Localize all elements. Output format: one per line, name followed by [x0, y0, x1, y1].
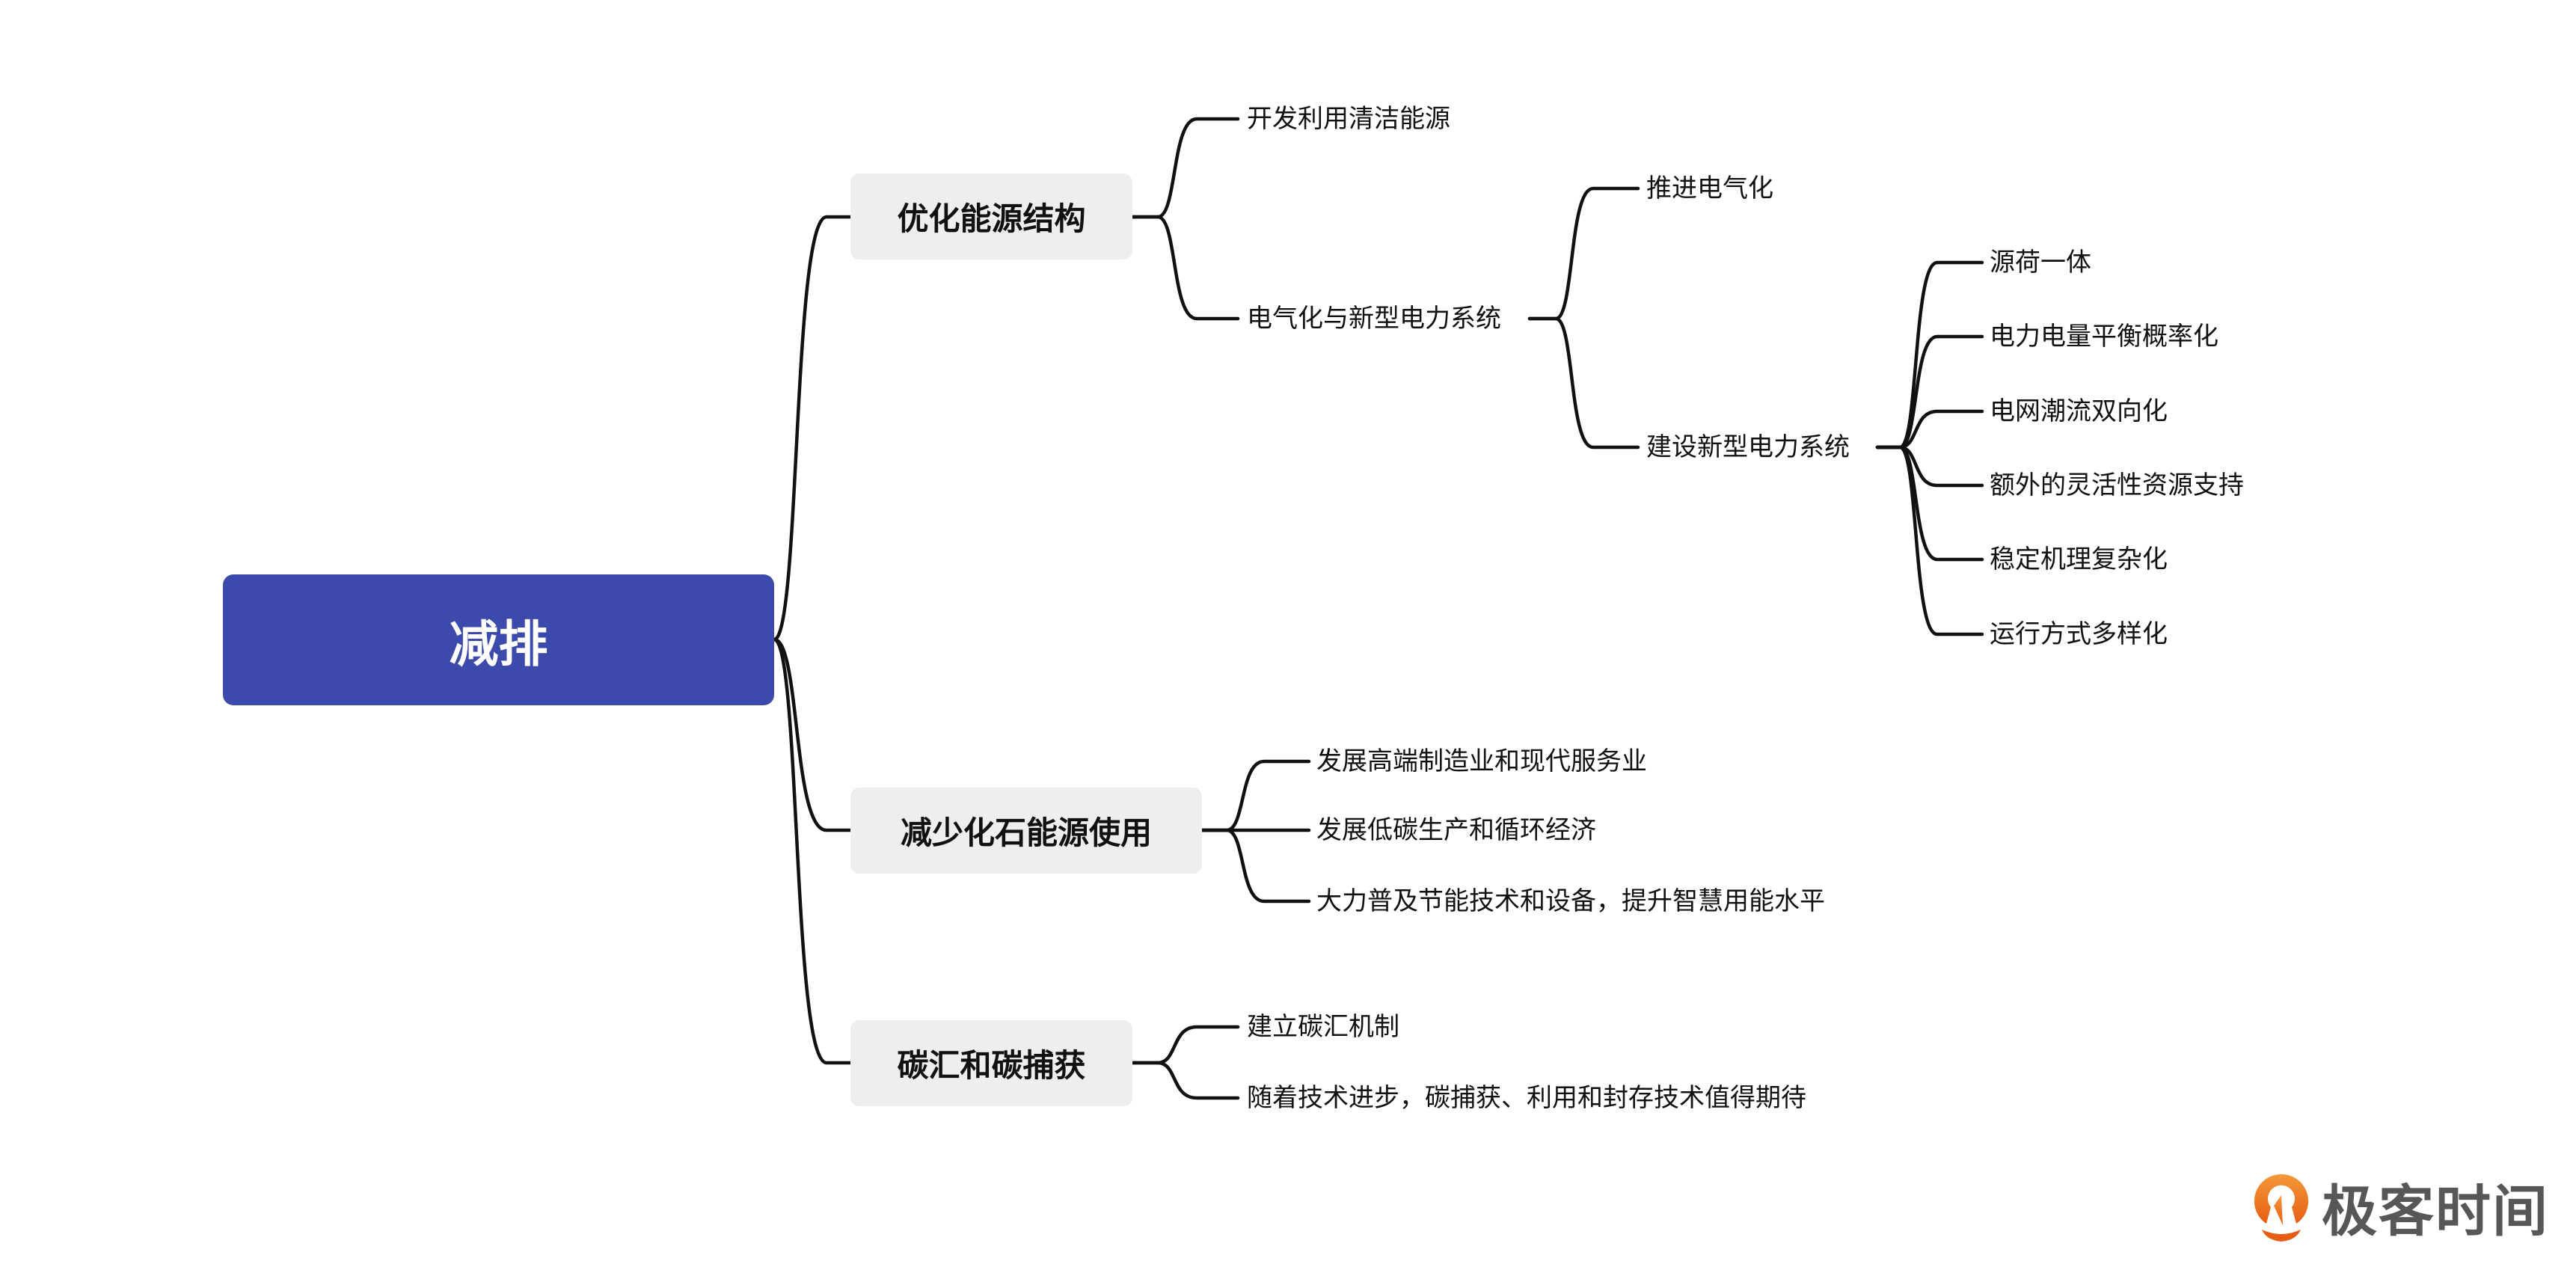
- connector-line: [1875, 260, 1984, 450]
- topic-promote-electrification[interactable]: 推进电气化: [1646, 174, 1773, 203]
- topic-high-end-manufacturing[interactable]: 发展高端制造业和现代服务业: [1316, 746, 1647, 776]
- connector-line: [1875, 445, 1984, 636]
- root-node[interactable]: 减排: [223, 574, 774, 705]
- logo-text: 极客时间: [2322, 1179, 2549, 1244]
- topic-leaf[interactable]: 电力电量平衡概率化: [1990, 322, 2218, 352]
- connector-line: [772, 215, 853, 642]
- topic-ccus[interactable]: 随着技术进步，碳捕获、利用和封存技术值得期待: [1247, 1083, 1806, 1113]
- connector-line: [1130, 215, 1240, 321]
- connector-line: [1200, 828, 1311, 904]
- branch-node-reduce-fossil[interactable]: 减少化石能源使用: [850, 788, 1202, 874]
- topic-electrification-power-system[interactable]: 电气化与新型电力系统: [1247, 304, 1501, 334]
- connector-line: [1130, 1061, 1240, 1100]
- topic-leaf[interactable]: 运行方式多样化: [1990, 619, 2168, 649]
- connector-line: [1875, 445, 1984, 488]
- topic-leaf[interactable]: 额外的灵活性资源支持: [1990, 470, 2244, 500]
- topic-build-new-power-system[interactable]: 建设新型电力系统: [1646, 432, 1850, 462]
- connector-line: [1527, 186, 1640, 321]
- topic-clean-energy[interactable]: 开发利用清洁能源: [1247, 104, 1450, 134]
- topic-energy-saving[interactable]: 大力普及节能技术和设备，提升智慧用能水平: [1316, 886, 1825, 916]
- connector-line: [772, 637, 853, 1065]
- topic-leaf[interactable]: 稳定机理复杂化: [1990, 544, 2168, 574]
- connector-line: [1875, 409, 1984, 450]
- connector-line: [1130, 1025, 1240, 1065]
- topic-carbon-sink-mechanism[interactable]: 建立碳汇机制: [1247, 1012, 1399, 1042]
- connector-line: [1875, 445, 1984, 562]
- geektime-logo-icon: [2254, 1174, 2309, 1242]
- connector-line: [1527, 316, 1640, 450]
- connector-line: [1875, 334, 1984, 450]
- connector-line: [1130, 117, 1240, 219]
- branch-node-energy-structure[interactable]: 优化能源结构: [850, 174, 1132, 260]
- topic-low-carbon-production[interactable]: 发展低碳生产和循环经济: [1316, 815, 1596, 845]
- connector-line: [772, 637, 853, 832]
- topic-leaf[interactable]: 电网潮流双向化: [1990, 396, 2168, 426]
- geektime-logo: 极客时间: [2251, 1167, 2549, 1247]
- branch-node-carbon-sink[interactable]: 碳汇和碳捕获: [850, 1020, 1132, 1106]
- connector-line: [1200, 759, 1311, 832]
- topic-leaf[interactable]: 源荷一体: [1990, 248, 2091, 277]
